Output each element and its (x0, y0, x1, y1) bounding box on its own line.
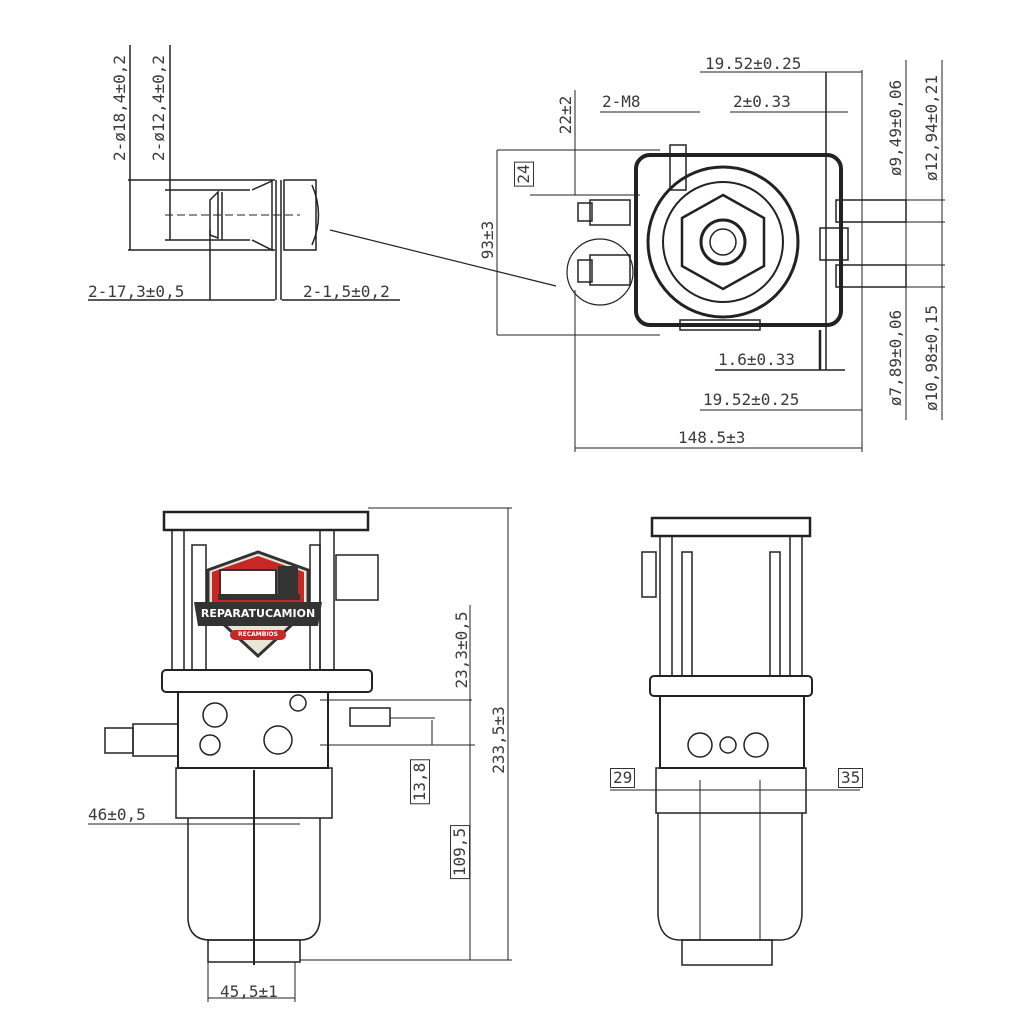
top-view (496, 60, 945, 452)
dim-height-22: 22±2 (556, 95, 575, 135)
dim-46: 46±0,5 (88, 805, 146, 824)
dim-offset-1-6: 1.6±0.33 (718, 350, 796, 369)
dim-29: 29 (610, 768, 636, 788)
dim-width-total: 148.5±3 (678, 428, 746, 447)
dim-13-8: 13,8 (410, 759, 430, 805)
dim-dia-lower-outer: ø10,98±0,15 (922, 305, 941, 411)
logo-brand-text: REPARATUCAMION (200, 607, 316, 620)
dim-dia-upper-outer: ø12,94±0,21 (922, 75, 941, 181)
dim-109-5: 109,5 (450, 824, 470, 880)
dim-height-total: 233,5±3 (489, 706, 508, 774)
dim-24: 24 (514, 161, 534, 187)
dim-23-3: 23,3±0,5 (452, 611, 471, 689)
dim-bottom-offset: 19.52±0.25 (703, 390, 800, 409)
dim-length: 2-17,3±0,5 (88, 282, 185, 301)
connector-detail (88, 45, 557, 301)
dim-outer-diameter: 2-ø18,4±0,2 (110, 55, 129, 161)
dim-gap: 2-1,5±0,2 (303, 282, 390, 301)
side-view (610, 516, 860, 966)
front-view (88, 507, 512, 1002)
brand-logo: REPARATUCAMION RECAMBIOS (192, 548, 324, 660)
dim-dia-lower-inner: ø7,89±0,06 (886, 309, 905, 407)
dim-35: 35 (838, 768, 864, 788)
dim-top-offset: 19.52±0.25 (705, 54, 802, 73)
dim-height-93: 93±3 (478, 220, 497, 260)
dim-inner-diameter: 2-ø12,4±0,2 (149, 55, 168, 161)
dim-dia-upper-inner: ø9,49±0,06 (886, 79, 905, 177)
dim-thread-offset: 2±0.33 (733, 92, 791, 111)
logo-tagline-text: RECAMBIOS (238, 631, 278, 638)
dim-thread: 2-M8 (602, 92, 641, 111)
dim-45-5: 45,5±1 (220, 982, 278, 1001)
truck-logo-icon (194, 550, 322, 659)
